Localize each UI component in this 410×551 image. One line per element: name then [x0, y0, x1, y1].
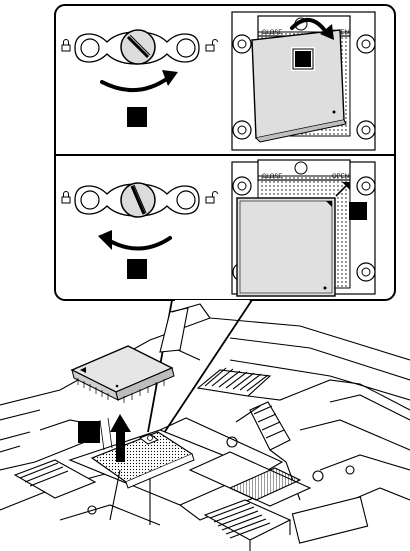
step-marker-3 [127, 259, 147, 279]
step-marker-2 [293, 49, 313, 69]
lock-lever-bottom [75, 183, 199, 217]
step-marker-1 [127, 107, 147, 127]
cpu-chip-placed [237, 198, 335, 296]
socket-label-close: CLOSE [262, 174, 282, 180]
socket-top: CLOSE OPEN [232, 12, 375, 150]
socket-label-close: CLOSE [262, 30, 282, 36]
step-marker-4 [349, 202, 367, 220]
cpu-chip-tilted [252, 30, 344, 138]
cpu-chip-lifted [72, 346, 174, 403]
socket-bottom: CLOSE OPEN [232, 160, 375, 296]
step-marker-5 [78, 421, 100, 443]
lock-lever-top [75, 30, 199, 64]
socket-label-open: OPEN [332, 174, 349, 180]
